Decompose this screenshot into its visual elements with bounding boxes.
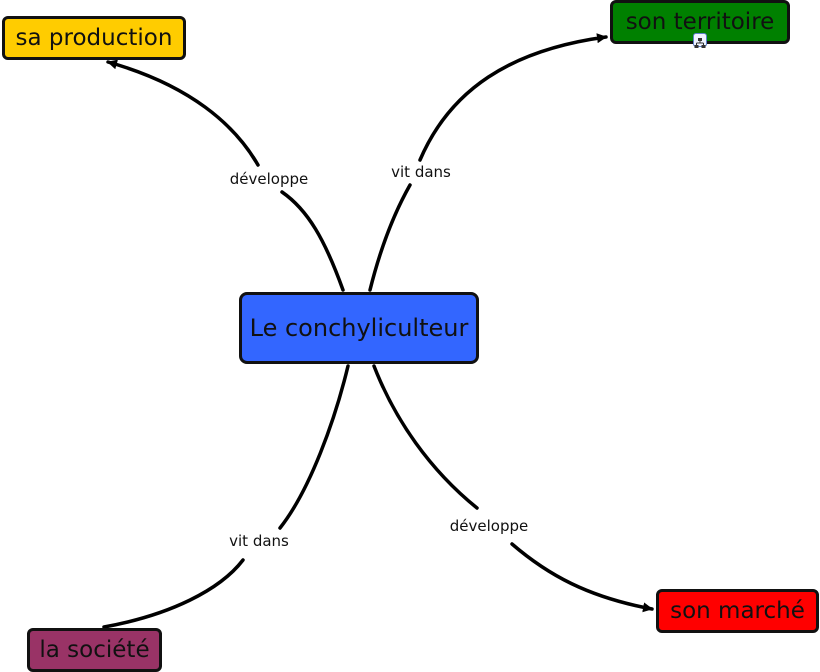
concept-map-icon[interactable] bbox=[693, 33, 707, 48]
concept-territoire-label: son territoire bbox=[625, 9, 775, 35]
arrow-line-territoire bbox=[418, 33, 608, 162]
arrow-line-marche bbox=[510, 542, 654, 613]
link-label-production[interactable]: développe bbox=[226, 169, 312, 189]
concept-societe[interactable]: la société bbox=[27, 628, 162, 672]
link-label-territoire[interactable]: vit dans bbox=[388, 162, 454, 182]
link-label-societe[interactable]: vit dans bbox=[226, 531, 292, 551]
concept-marche-label: son marché bbox=[670, 598, 805, 624]
link-line-territoire bbox=[368, 183, 412, 292]
concept-societe-label: la société bbox=[39, 637, 150, 663]
concept-center-label: Le conchyliculteur bbox=[249, 314, 469, 342]
arrow-line-societe bbox=[102, 558, 245, 629]
concept-center[interactable]: Le conchyliculteur bbox=[239, 292, 479, 364]
hierarchy-icon bbox=[694, 38, 706, 48]
link-line-production bbox=[280, 190, 345, 292]
concept-production-label: sa production bbox=[15, 25, 173, 51]
link-line-marche bbox=[372, 364, 479, 510]
link-line-societe bbox=[278, 364, 350, 530]
concept-production[interactable]: sa production bbox=[2, 16, 186, 60]
arrow-line-production bbox=[106, 59, 260, 167]
link-label-marche[interactable]: développe bbox=[446, 516, 532, 536]
concept-marche[interactable]: son marché bbox=[656, 589, 819, 633]
